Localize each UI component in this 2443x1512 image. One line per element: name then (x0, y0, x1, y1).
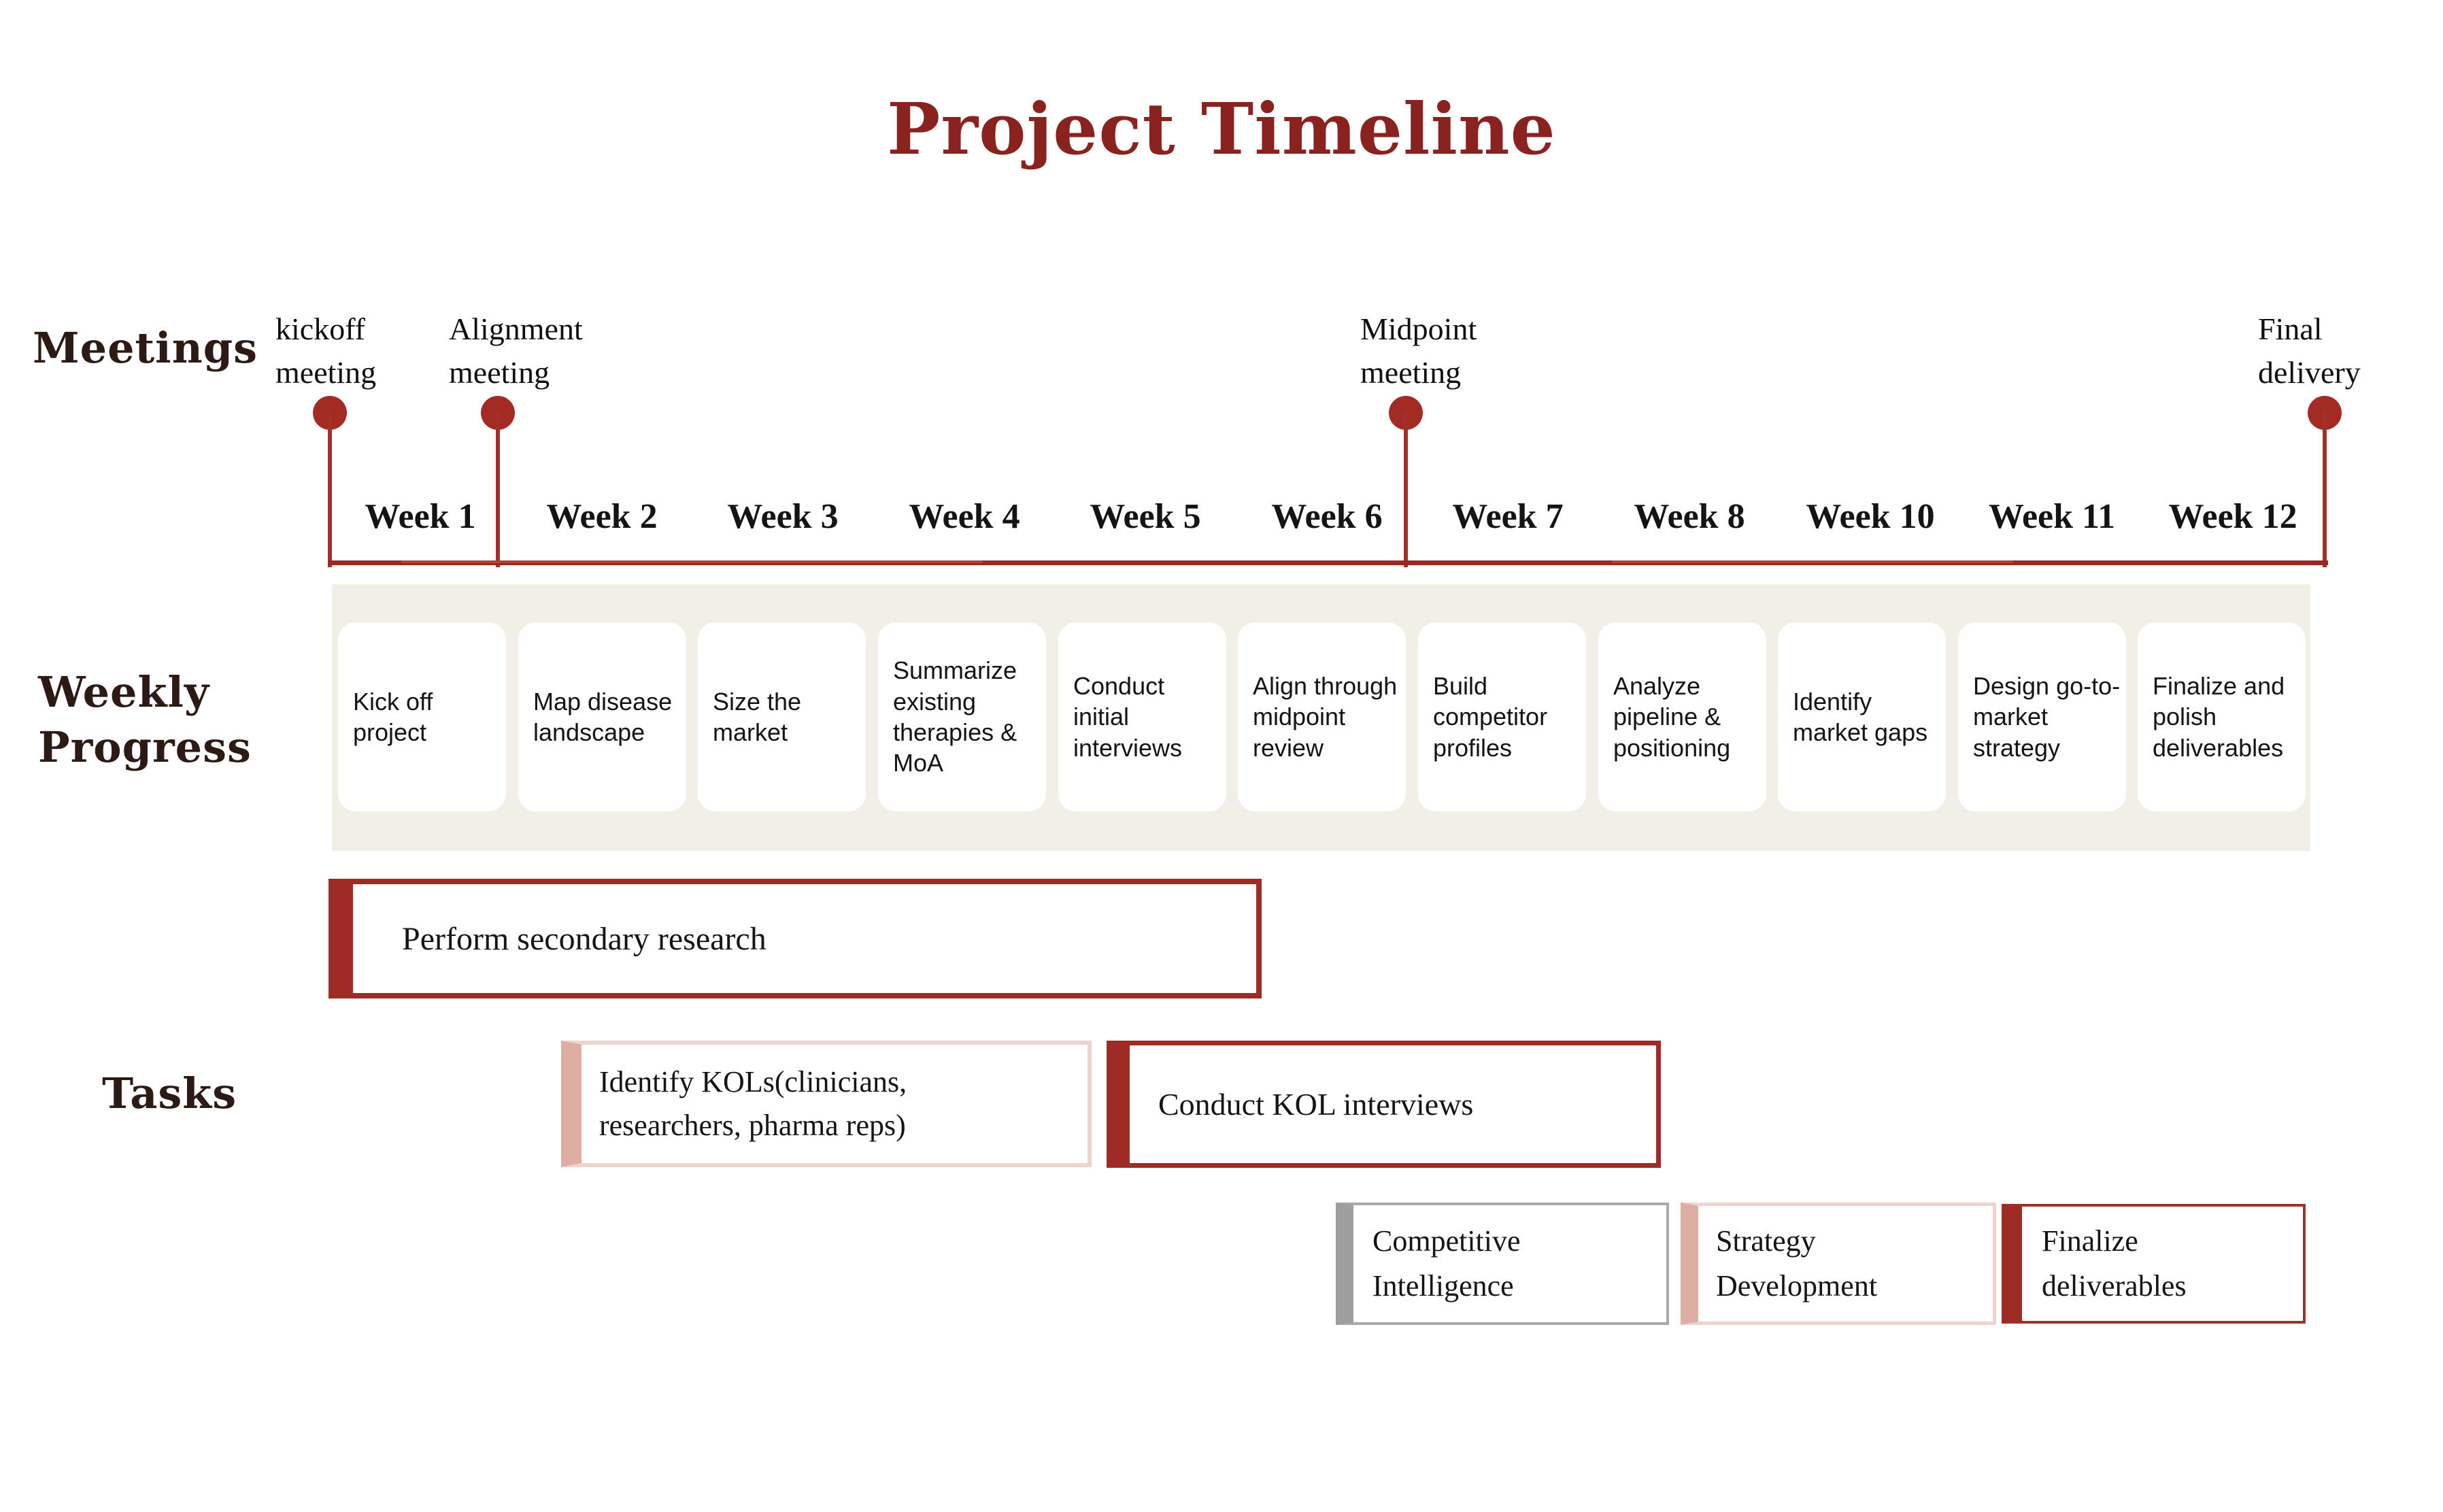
week-label: Week 2 (546, 497, 658, 536)
task-bar-label: Perform secondary research (402, 920, 766, 957)
week-label: Week 5 (1090, 497, 1201, 536)
milestone-line-kickoff (328, 411, 332, 567)
milestone-line-final-delivery (2323, 411, 2327, 567)
week-label: Week 4 (909, 497, 1020, 536)
timeline-axis-highlight (1612, 560, 2013, 563)
task-bar-strategy-development: Strategy Development (1681, 1203, 1996, 1325)
task-bar-label: Identify KOLs(clinicians, researchers, p… (599, 1065, 907, 1142)
week-label: Week 7 (1452, 497, 1564, 536)
progress-card: Conduct initial interviews (1058, 622, 1226, 811)
task-bar-finalize-deliverables: Finalize deliverables (2002, 1204, 2306, 1324)
week-label: Week 3 (727, 497, 839, 536)
progress-card: Align through midpoint review (1238, 622, 1406, 811)
week-label: Week 11 (1988, 497, 2116, 536)
milestone-line-alignment (496, 411, 500, 567)
task-bar-identify-kols: Identify KOLs(clinicians, researchers, p… (561, 1041, 1092, 1167)
section-label-tasks: Tasks (102, 1069, 237, 1118)
progress-card: Analyze pipeline & positioning (1598, 622, 1766, 811)
task-bar-label: Competitive Intelligence (1372, 1224, 1521, 1303)
progress-card: Build competitor profiles (1418, 622, 1586, 811)
progress-card: Map disease landscape (518, 622, 686, 811)
progress-card: Identify market gaps (1778, 622, 1946, 811)
progress-card: Summarize existing therapies & MoA (878, 622, 1046, 811)
progress-card: Kick off project (338, 622, 506, 811)
milestone-label-kickoff: kickoff meeting (275, 312, 377, 390)
week-label: Week 6 (1271, 497, 1383, 536)
progress-card: Finalize and polish deliverables (2138, 622, 2306, 811)
week-label: Week 1 (365, 497, 476, 536)
milestone-line-midpoint (1404, 411, 1408, 567)
task-bar-perform-secondary-research: Perform secondary research (328, 879, 1262, 998)
milestone-label-final-delivery: Final delivery (2258, 312, 2361, 390)
task-bar-label: Strategy Development (1716, 1224, 1878, 1303)
milestone-label-midpoint: Midpoint meeting (1360, 312, 1477, 390)
progress-card: Size the market (698, 622, 866, 811)
milestone-label-alignment: Alignment meeting (449, 312, 583, 390)
progress-card: Design go-to-market strategy (1958, 622, 2126, 811)
page-title: Project Timeline (887, 87, 1556, 171)
week-label: Week 12 (2168, 497, 2297, 536)
task-bar-label: Conduct KOL interviews (1158, 1087, 1474, 1122)
task-bar-conduct-kol-interviews: Conduct KOL interviews (1107, 1041, 1661, 1168)
task-bar-competitive-intelligence: Competitive Intelligence (1336, 1203, 1669, 1325)
week-label: Week 8 (1634, 497, 1745, 536)
section-label-meetings: Meetings (33, 323, 258, 373)
timeline-axis-highlight (401, 560, 983, 563)
timeline-axis (328, 560, 2328, 565)
week-label: Week 10 (1806, 497, 1935, 536)
section-label-weekly-progress: Weekly Progress (38, 667, 252, 772)
task-bar-label: Finalize deliverables (2042, 1224, 2187, 1303)
